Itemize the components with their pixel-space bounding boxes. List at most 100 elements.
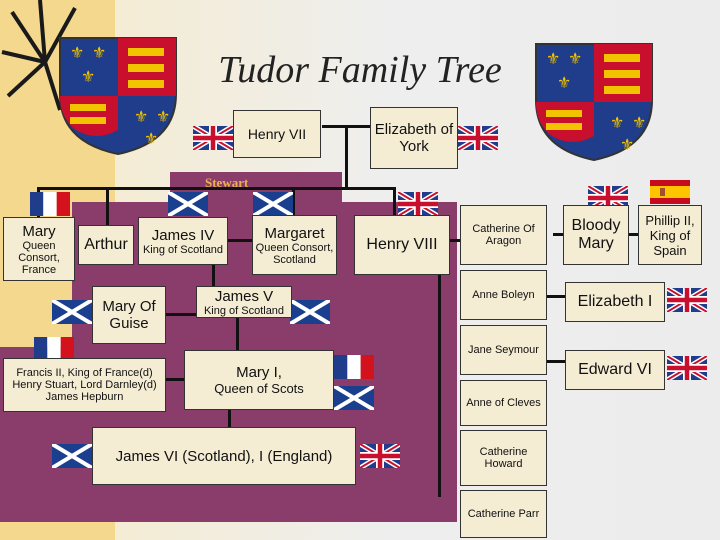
husband-item: Henry Stuart, Lord Darnley(d) <box>12 379 157 391</box>
person-mary-queen-of-scots[interactable]: Mary I, Queen of Scots <box>184 350 334 410</box>
person-name: Henry VII <box>247 126 307 142</box>
marriage-line <box>553 233 563 236</box>
person-title: King of Scotland <box>203 304 285 317</box>
child-drop-margaret <box>292 187 295 215</box>
person-catherine-of-aragon[interactable]: Catherine Of Aragon <box>460 205 547 265</box>
svg-text:⚜: ⚜ <box>92 43 106 62</box>
royal-arms-shield-icon: ⚜ ⚜ ⚜ ⚜ ⚜ ⚜ <box>535 43 653 162</box>
scotland-flag-icon <box>168 192 208 216</box>
svg-text:⚜: ⚜ <box>610 113 624 132</box>
sun-rays-icon <box>1 0 77 111</box>
union-jack-flag-icon <box>667 288 707 312</box>
person-title: Queen Consort, France <box>18 239 60 276</box>
marriage-line <box>166 313 196 316</box>
person-name: Catherine Of Aragon <box>472 223 535 247</box>
person-anne-boleyn[interactable]: Anne Boleyn <box>460 270 547 320</box>
descent-line <box>236 318 239 350</box>
svg-text:⚜: ⚜ <box>81 67 95 86</box>
child-drop-henry8 <box>393 187 396 215</box>
person-name: James IV <box>151 226 215 244</box>
person-mary-tudor[interactable]: Mary Queen Consort, France <box>3 217 75 281</box>
husband-item: Francis II, King of France(d) <box>16 367 153 379</box>
person-name: Anne Boleyn <box>472 289 535 301</box>
person-jane-seymour[interactable]: Jane Seymour <box>460 325 547 375</box>
union-jack-flag-icon <box>398 192 438 216</box>
person-elizabeth-i[interactable]: Elizabeth I <box>565 282 665 322</box>
svg-text:⚜: ⚜ <box>546 49 560 68</box>
svg-text:⚜: ⚜ <box>156 107 170 126</box>
scotland-flag-icon <box>334 386 374 410</box>
person-name: Margaret <box>264 224 325 242</box>
svg-text:⚜: ⚜ <box>568 49 582 68</box>
marriage-line <box>322 125 370 128</box>
france-flag-icon <box>334 355 374 379</box>
svg-text:⚜: ⚜ <box>134 107 148 126</box>
person-name: James VI (Scotland), I (England) <box>115 447 333 465</box>
wives-bar <box>438 245 441 497</box>
person-name: Phillip II, King of Spain <box>645 212 695 258</box>
marriage-line <box>450 239 460 242</box>
house-label-stewart: Stewart <box>205 175 249 190</box>
scotland-flag-icon <box>290 300 330 324</box>
person-name: Elizabeth I <box>577 293 653 310</box>
marriage-line <box>629 233 638 236</box>
svg-text:⚜: ⚜ <box>144 129 158 148</box>
person-title: Queen of Scots <box>214 381 304 396</box>
person-catherine-parr[interactable]: Catherine Parr <box>460 490 547 538</box>
scotland-flag-icon <box>52 444 92 468</box>
person-name: Catherine Parr <box>467 508 540 520</box>
descent-line <box>212 264 215 286</box>
children-bar <box>37 187 395 190</box>
marriage-line <box>228 239 252 242</box>
person-name: Elizabeth of York <box>374 121 454 155</box>
person-henry-vii[interactable]: Henry VII <box>233 110 321 158</box>
person-james-iv[interactable]: James IV King of Scotland <box>138 217 228 265</box>
marriage-line <box>166 378 184 381</box>
descent-line <box>228 410 231 427</box>
union-jack-flag-icon <box>667 356 707 380</box>
svg-text:⚜: ⚜ <box>557 73 571 92</box>
person-name: Henry VIII <box>366 236 438 253</box>
person-phillip-ii[interactable]: Phillip II, King of Spain <box>638 205 702 265</box>
person-name: Edward VI <box>578 361 652 378</box>
person-arthur[interactable]: Arthur <box>78 225 134 265</box>
person-james-vi-i[interactable]: James VI (Scotland), I (England) <box>92 427 356 485</box>
person-anne-of-cleves[interactable]: Anne of Cleves <box>460 380 547 426</box>
person-name: Mary I, <box>236 364 282 381</box>
svg-text:⚜: ⚜ <box>620 135 634 154</box>
person-mary-of-guise[interactable]: Mary Of Guise <box>92 286 166 344</box>
person-name: Mary Of Guise <box>102 298 156 332</box>
person-edward-vi[interactable]: Edward VI <box>565 350 665 390</box>
royal-arms-shield-icon: ⚜ ⚜ ⚜ ⚜ ⚜ ⚜ <box>59 37 177 156</box>
person-elizabeth-of-york[interactable]: Elizabeth of York <box>370 107 458 169</box>
person-catherine-howard[interactable]: Catherine Howard <box>460 430 547 486</box>
person-name: James V <box>214 287 274 305</box>
person-margaret[interactable]: Margaret Queen Consort, Scotland <box>252 215 337 275</box>
svg-text:⚜: ⚜ <box>70 43 84 62</box>
union-jack-flag-icon <box>193 126 233 150</box>
person-bloody-mary[interactable]: Bloody Mary <box>563 205 629 265</box>
person-name: Mary <box>22 222 56 240</box>
scotland-flag-icon <box>52 300 92 324</box>
child-drop-arthur <box>106 187 109 227</box>
union-jack-flag-icon <box>360 444 400 468</box>
scotland-flag-icon <box>253 192 293 216</box>
france-flag-icon <box>30 192 70 216</box>
person-husbands-of-mary[interactable]: Francis II, King of France(d) Henry Stua… <box>3 358 166 412</box>
person-title: Queen Consort, Scotland <box>255 241 334 266</box>
person-name: Anne of Cleves <box>466 397 541 409</box>
union-jack-flag-icon <box>458 126 498 150</box>
husband-item: James Hepburn <box>45 391 124 403</box>
person-title: King of Scotland <box>142 243 224 256</box>
person-name: Catherine Howard <box>479 446 528 470</box>
person-name: Arthur <box>84 236 128 253</box>
descent-line <box>547 295 565 298</box>
person-james-v[interactable]: James V King of Scotland <box>196 286 292 318</box>
person-name: Jane Seymour <box>468 344 539 356</box>
spain-flag-icon <box>650 180 690 204</box>
svg-text:⚜: ⚜ <box>632 113 646 132</box>
person-name: Bloody Mary <box>571 217 621 252</box>
person-henry-viii[interactable]: Henry VIII <box>354 215 450 275</box>
descent-line <box>345 127 348 189</box>
page-title: Tudor Family Tree <box>218 49 502 91</box>
